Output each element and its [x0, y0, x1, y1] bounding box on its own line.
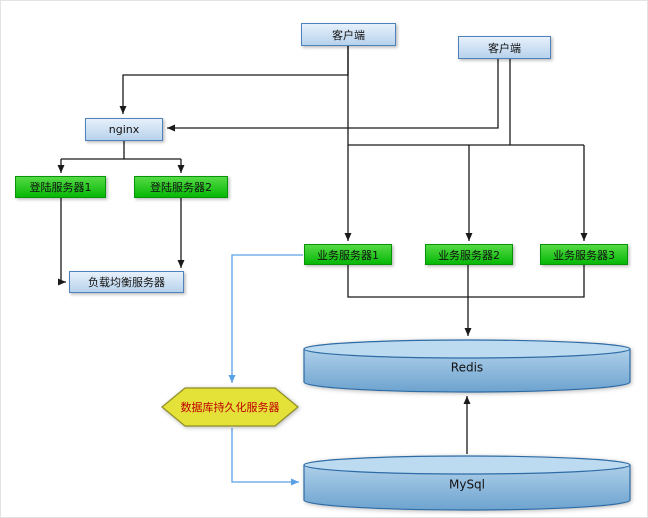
node-client-2-label: 客户端 [488, 41, 521, 55]
node-business-server-1-label: 业务服务器1 [317, 248, 379, 262]
node-login-server-2[interactable]: 登陆服务器2 [134, 176, 228, 198]
hexagon-shape [161, 387, 299, 427]
edge-biz1-persistence [228, 254, 303, 383]
node-client-1[interactable]: 客户端 [301, 23, 396, 46]
cylinder-shape-mysql [303, 455, 631, 511]
edge-nginx-split [61, 141, 181, 160]
node-client-1-label: 客户端 [332, 28, 365, 42]
edge-biz1-junction [347, 265, 468, 298]
node-persistence-server[interactable]: 数据库持久化服务器 [161, 387, 299, 427]
node-nginx-label: nginx [108, 123, 140, 136]
edge-client1-nginx [119, 46, 349, 114]
node-login-server-1[interactable]: 登陆服务器1 [15, 176, 106, 198]
node-business-server-2[interactable]: 业务服务器2 [425, 244, 513, 265]
node-login-server-1-label: 登陆服务器1 [29, 181, 92, 194]
edge-client2-nginx [167, 59, 499, 132]
node-load-balancer[interactable]: 负载均衡服务器 [69, 271, 184, 293]
node-client-2[interactable]: 客户端 [458, 36, 551, 59]
node-business-server-3[interactable]: 业务服务器3 [540, 244, 628, 265]
node-redis[interactable]: Redis [303, 339, 631, 393]
edge-login1-loadbalancer [58, 198, 66, 286]
edge-biz3-junction [468, 265, 585, 298]
node-load-balancer-label: 负载均衡服务器 [88, 276, 165, 289]
node-business-server-3-label: 业务服务器3 [553, 248, 615, 262]
node-login-server-2-label: 登陆服务器2 [150, 181, 212, 194]
node-business-server-1[interactable]: 业务服务器1 [304, 244, 392, 265]
node-business-server-2-label: 业务服务器2 [438, 248, 500, 262]
node-mysql[interactable]: MySql [303, 455, 631, 511]
edge-persistence-mysql [231, 428, 299, 486]
node-nginx[interactable]: nginx [85, 118, 163, 141]
cylinder-shape-redis [303, 339, 631, 393]
